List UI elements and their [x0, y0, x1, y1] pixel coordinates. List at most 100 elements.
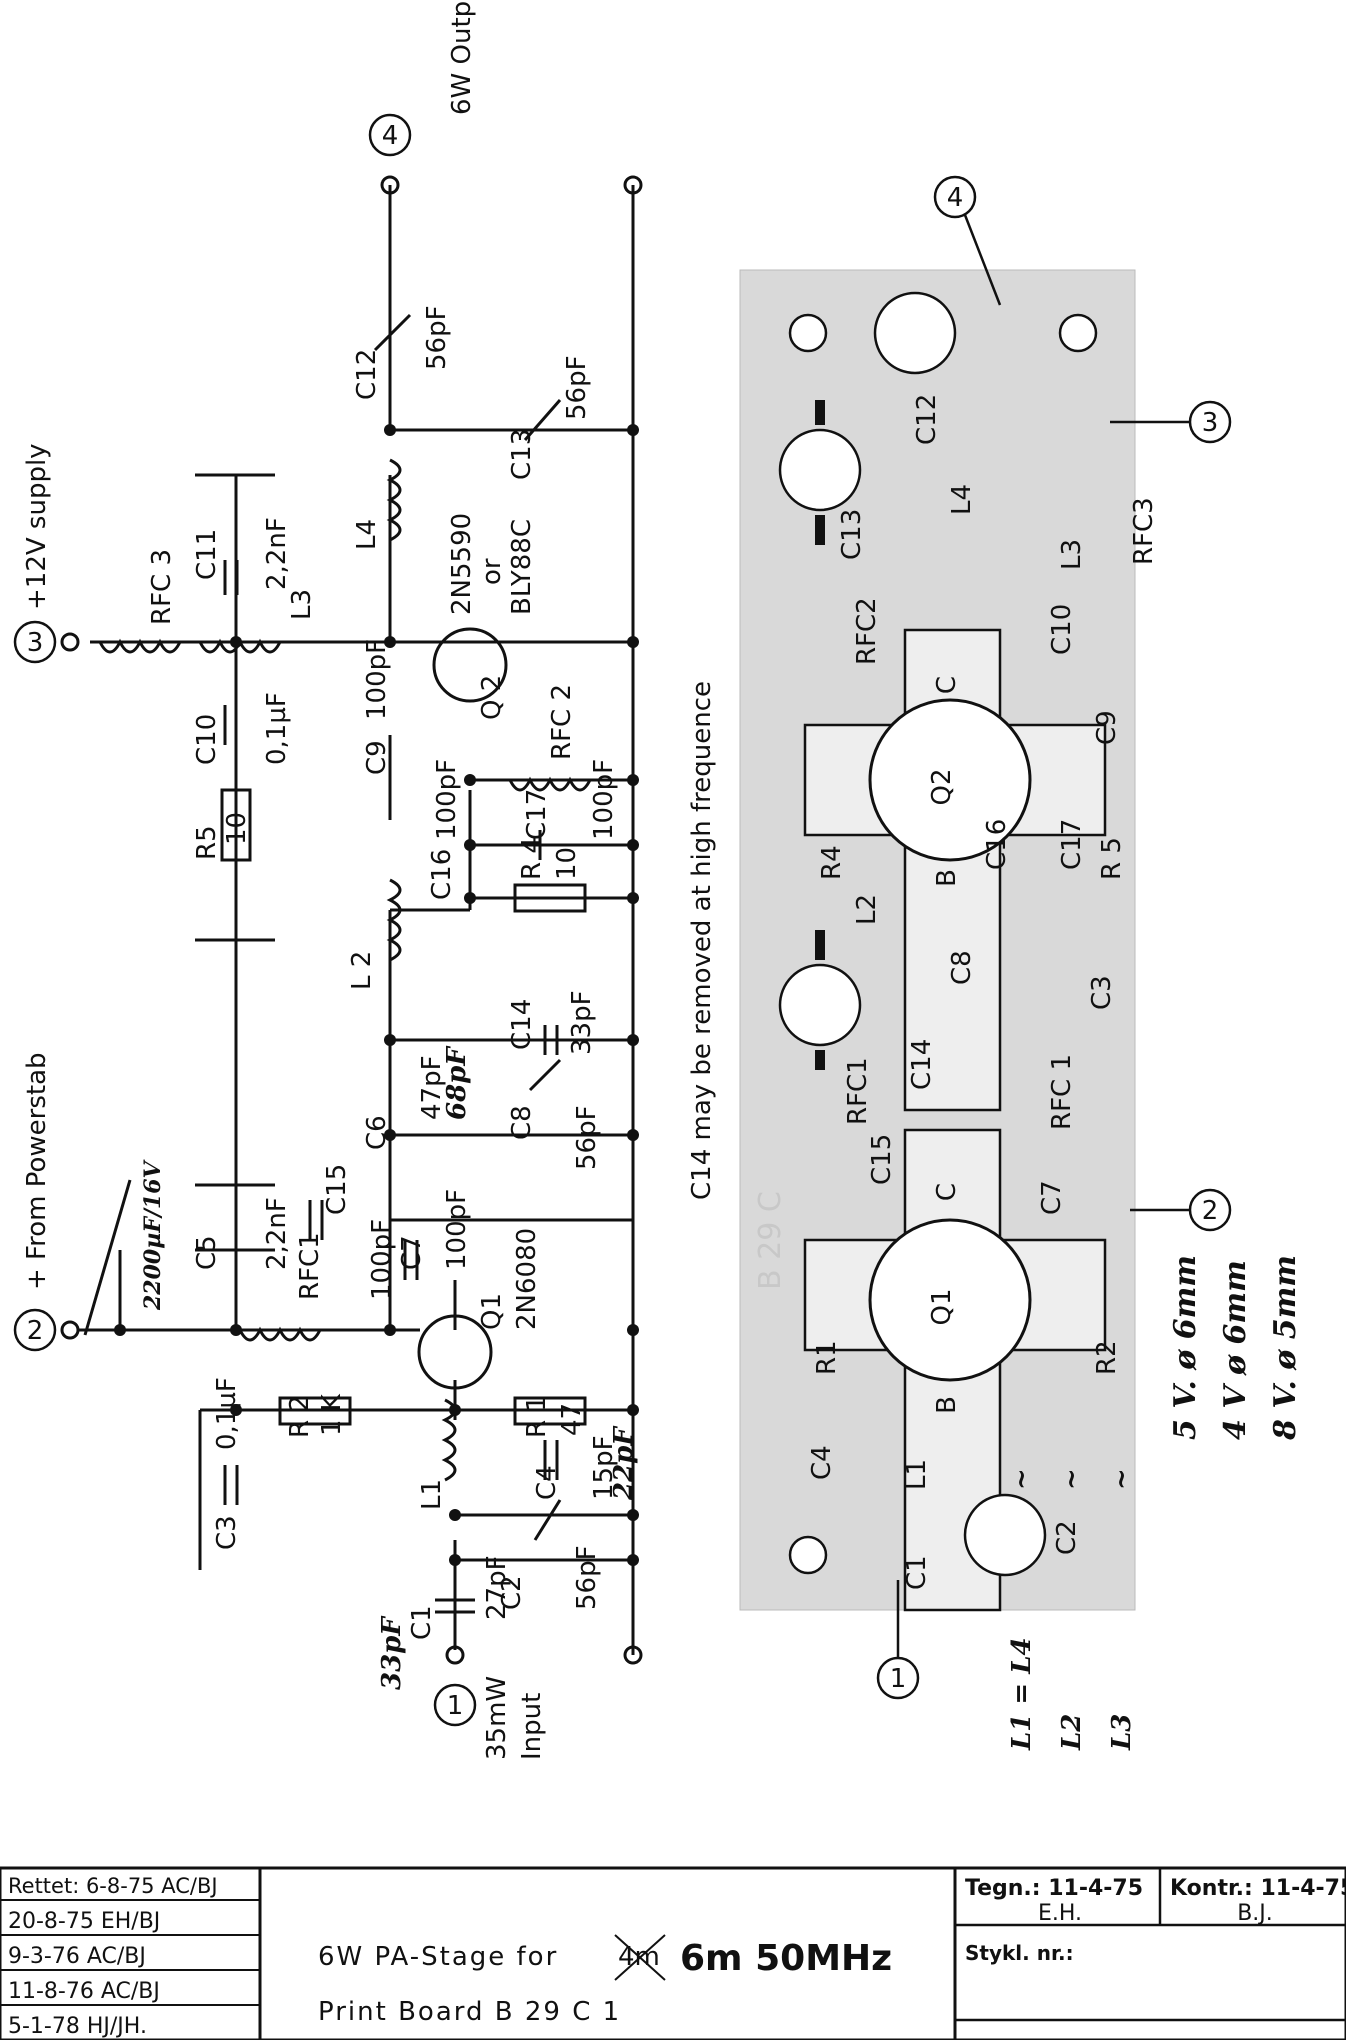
- c15-value: 100pF: [367, 1219, 397, 1300]
- handwritten-coil-notes: L1 = L4 L2 L3 ~ ~ ~ 5 V. ø 6mm 4 V ø 6mm…: [1007, 1255, 1303, 1751]
- board-q2-label: Q2: [927, 768, 957, 805]
- board-port-1: 1: [890, 1664, 907, 1694]
- band-label: 6m 50MHz: [680, 1938, 892, 1979]
- powerstab-label: + From Powerstab: [22, 1052, 52, 1290]
- l3-label: L3: [287, 589, 317, 620]
- c9-label: C9: [362, 740, 392, 775]
- board-r5: R 5: [1097, 837, 1127, 880]
- board-c11: C10: [1047, 604, 1077, 655]
- r2-label: R 2: [285, 1395, 315, 1438]
- c7-label: C7: [397, 1235, 427, 1270]
- c6-label: C6: [362, 1115, 392, 1150]
- board-r4: L2: [852, 894, 882, 925]
- supply-terminal: [60, 632, 80, 652]
- coil-l1-eq: L1 = L4: [1007, 1637, 1037, 1751]
- c17-value: 100pF: [589, 759, 619, 840]
- c2-label: C2: [497, 1575, 527, 1610]
- tegn-label: Tegn.: 11-4-75: [965, 1876, 1143, 1901]
- q2-label: Q 2: [477, 675, 507, 720]
- q1-label: Q1: [477, 1293, 507, 1330]
- board-l4: L4: [947, 484, 977, 515]
- supply-label: +12V supply: [22, 443, 52, 610]
- c1-value: 27pF: [482, 1555, 512, 1620]
- mounting-hole: [788, 313, 828, 353]
- board-port-3: 3: [1202, 408, 1219, 438]
- board-q1-label: Q1: [927, 1288, 957, 1325]
- c-elec-value: 2200µF/16V: [140, 1159, 166, 1311]
- c16-value: 100pF: [432, 759, 462, 840]
- c13-value: 56pF: [562, 355, 592, 420]
- title-block: Rettet: 6-8-75 AC/BJ 20-8-75 EH/BJ 9-3-7…: [0, 1866, 1346, 2040]
- port-1-circle: [433, 1683, 477, 1727]
- r2-value: 1 K: [317, 1393, 347, 1436]
- l4-coil-symbol: [386, 458, 402, 542]
- board-c14: RFC1: [843, 1057, 873, 1125]
- coil-l2: L2: [1057, 1714, 1087, 1751]
- port-3-label: 3: [27, 628, 44, 658]
- board-c12: C12: [912, 394, 942, 445]
- q2-body: [868, 698, 1032, 862]
- c11-value: 2,2nF: [262, 517, 292, 590]
- signoff-box: [953, 1866, 1346, 2040]
- c13-trimmer-board: [778, 428, 862, 512]
- print-board: Q2 Q1 B C B C B 29 C 4 3 2 1 C12 C13 L4 …: [739, 175, 1232, 1700]
- q2-transistor-symbol: [432, 627, 508, 703]
- tilde-2: ~: [1057, 1468, 1087, 1490]
- c4-label: C4: [532, 1465, 562, 1500]
- revision-3: 9-3-76 AC/BJ: [8, 1944, 146, 1969]
- c12-trimmer-symbol: [373, 313, 412, 352]
- c7-value: 100pF: [442, 1189, 472, 1270]
- board-r2: R2: [1092, 1340, 1122, 1375]
- c13-trimmer-symbol: [523, 399, 562, 441]
- q2-or: or: [477, 558, 507, 585]
- coil-l3-spec: 8 V. ø 5mm: [1268, 1255, 1303, 1441]
- board-q1-base: B: [932, 1396, 962, 1414]
- rfc3-label: RFC 3: [147, 549, 177, 625]
- port-1-label: 1: [447, 1691, 464, 1721]
- tegn-by: E.H.: [1038, 1901, 1082, 1926]
- c14-value: 33pF: [567, 990, 597, 1055]
- c5-value: 2,2nF: [262, 1197, 292, 1270]
- board-c3: C3: [1087, 975, 1117, 1010]
- port-4-label: 4: [382, 121, 399, 151]
- rfc1-label: RFC1: [295, 1232, 325, 1300]
- rfc2-coil-symbol: [508, 776, 592, 792]
- mounting-hole: [788, 1535, 828, 1575]
- c6-new-value: 68pF: [442, 1046, 472, 1120]
- c5-label: C5: [192, 1235, 222, 1270]
- board-rfc3: RFC3: [1129, 497, 1159, 565]
- stykl-label: Stykl. nr.:: [965, 1941, 1074, 1965]
- c16-label: C16: [427, 849, 457, 900]
- coil-l3: L3: [1107, 1714, 1137, 1751]
- c3-value: 0,1µF: [212, 1377, 242, 1450]
- ground-terminal-top: [623, 175, 643, 195]
- output-terminal: [380, 175, 400, 195]
- tilde-3: ~: [1107, 1468, 1137, 1490]
- c8-label: C8: [507, 1105, 537, 1140]
- port-circles: [13, 113, 477, 1727]
- c14-removal-note: C14 may be removed at high frequence: [687, 681, 717, 1200]
- c6-value: 47pF: [417, 1055, 447, 1120]
- port-4-circle: [368, 113, 412, 157]
- c11-label: C11: [192, 529, 222, 580]
- c4-new-value: 22pF: [609, 1426, 639, 1501]
- r4-value: 10: [552, 847, 582, 880]
- c14-label: C14: [507, 999, 537, 1050]
- port-3-circle: [13, 620, 57, 664]
- board-r1: R1: [812, 1340, 842, 1375]
- c12-trimmer-board: [873, 291, 957, 375]
- c-elec-symbol: [83, 1179, 132, 1336]
- board-q1-collector: C: [932, 1183, 962, 1201]
- c17-label: C17: [522, 789, 552, 840]
- revision-5: 5-1-78 HJ/JH.: [8, 2014, 147, 2039]
- c10-value: 0,1µF: [262, 692, 292, 765]
- kontr-by: B.J.: [1237, 1901, 1273, 1926]
- coil-l2-spec: 4 V ø 6mm: [1218, 1260, 1253, 1440]
- r1-label: R 1: [522, 1395, 552, 1438]
- board-l1: L1: [902, 1459, 932, 1490]
- c12-value: 56pF: [422, 305, 452, 370]
- r1-value: 47: [557, 1403, 587, 1436]
- output-label: 6W Output: [447, 0, 477, 115]
- junction-dots: [114, 424, 639, 1566]
